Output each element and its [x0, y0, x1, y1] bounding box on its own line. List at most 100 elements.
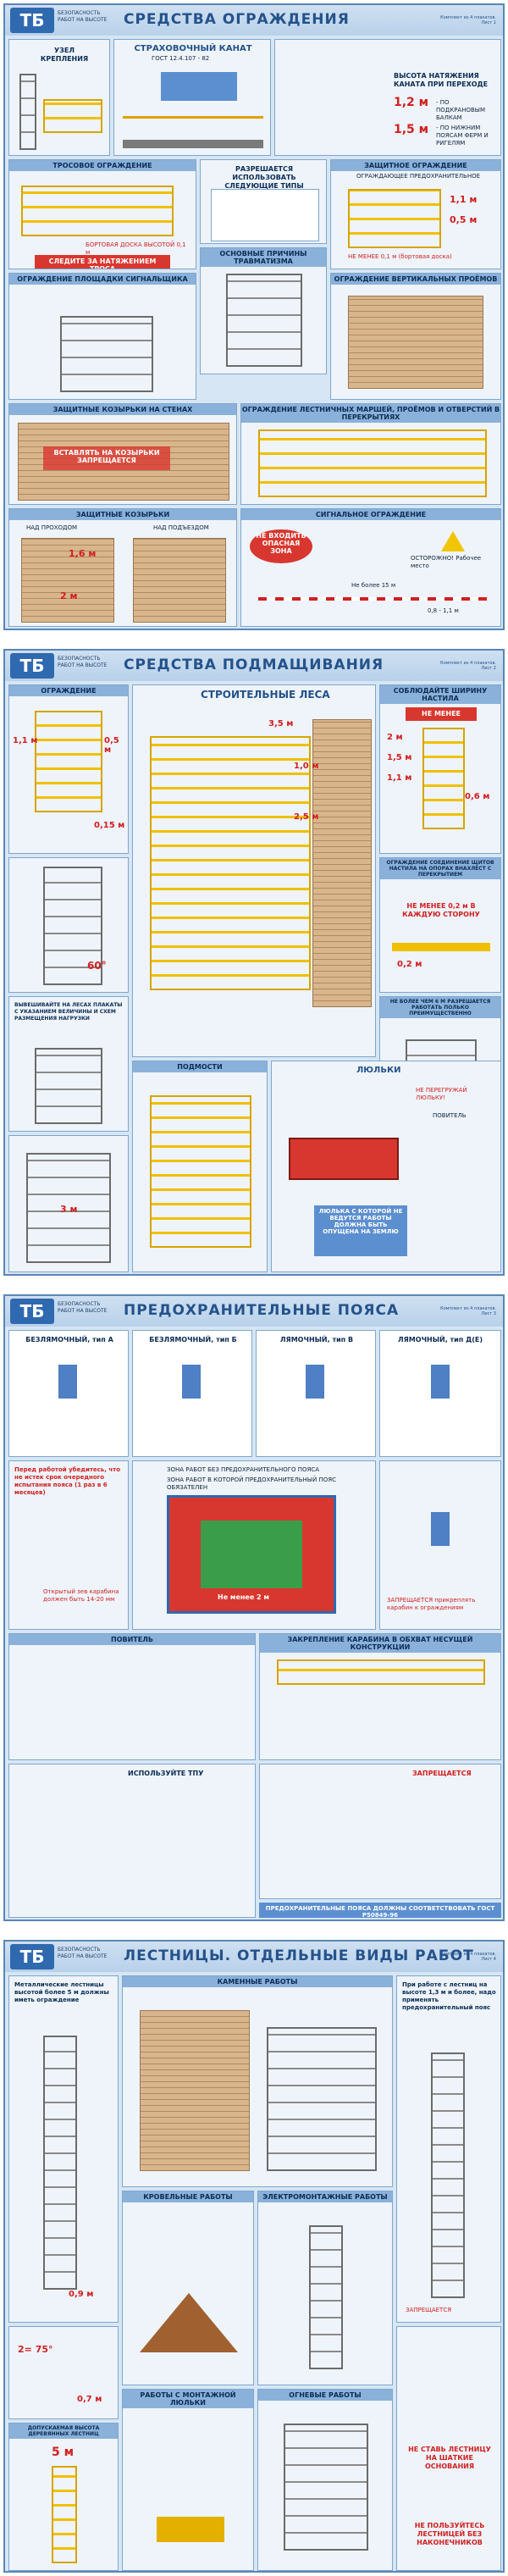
- sheet-header: ТБ БЕЗОПАСНОСТЬ РАБОТ НА ВЫСОТЕ ПРЕДОХРА…: [5, 1296, 503, 1327]
- panel-visors: ЗАЩИТНЫЕ КОЗЫРЬКИ НАД ПРОХОДОМ НАД ПОДЪЕ…: [8, 508, 237, 627]
- panel-hoist: ПОВИТЕЛЬ: [8, 1633, 256, 1760]
- board-note: НЕ МЕНЕЕ 0,1 м (бортовая доска): [348, 253, 452, 260]
- platform-illustration: [422, 728, 465, 829]
- node-bracket: [43, 99, 102, 133]
- tension-warning: СЛЕДИТЕ ЗА НАТЯЖЕНИЕМ ТРОСА: [35, 255, 170, 269]
- height-value: 0,5 м: [104, 736, 119, 755]
- panel-title: ИСПОЛЬЗУЙТЕ ТПУ: [128, 1770, 204, 1777]
- panel-title: ОСНОВНЫЕ ПРИЧИНЫ ТРАВМАТИЗМА: [201, 248, 326, 267]
- belt-type-d: ЛЯМОЧНЫЙ, тип Д(Е): [379, 1330, 501, 1457]
- panel-cable-fence: ТРОСОВОЕ ОГРАЖДЕНИЕ БОРТОВАЯ ДОСКА ВЫСОТ…: [8, 159, 196, 269]
- scaffold-illustration: [284, 2424, 368, 2551]
- warning-1: НЕ СТАВЬ ЛЕСТНИЦУ НА ШАТКИЕ ОСНОВАНИЯ: [408, 2446, 491, 2470]
- hoist-label: ПОВИТЕЛЬ: [433, 1112, 467, 1119]
- rail-illustration: [348, 189, 441, 248]
- angle-value: 2= 75°: [18, 2344, 53, 2355]
- panel-roof-work: КРОВЕЛЬНЫЕ РАБОТЫ: [122, 2191, 254, 2385]
- logo-subtitle: БЕЗОПАСНОСТЬ РАБОТ НА ВЫСОТЕ: [58, 10, 108, 23]
- ladder-illustration: [431, 2052, 465, 2298]
- tb-logo: ТБ: [10, 8, 54, 33]
- wall-illustration: [133, 538, 226, 623]
- panel-fencing: ОГРАЖДЕНИЕ 1,1 м 0,5 м 0,15 м: [8, 684, 129, 854]
- panel-title: СОБЛЮДАЙТЕ ШИРИНУ НАСТИЛА: [380, 685, 500, 704]
- panel-ladder-angle: 60°: [8, 857, 129, 993]
- distance-label: Не более 15 м: [351, 582, 396, 589]
- worker-illustration: [431, 1365, 450, 1399]
- panel-title: ЗАЩИТНЫЕ КОЗЫРЬКИ: [9, 509, 236, 520]
- height-value: 0,5 м: [450, 214, 478, 225]
- forbidden-label: ЗАПРЕЩАЕТСЯ: [406, 2307, 452, 2313]
- panel-title: ЗАКРЕПЛЕНИЕ КАРАБИНА В ОБХВАТ НЕСУЩЕЙ КО…: [260, 1634, 500, 1653]
- sheet-header: ТБ БЕЗОПАСНОСТЬ РАБОТ НА ВЫСОТЕ ЛЕСТНИЦЫ…: [5, 1942, 503, 1972]
- gost-label: ГОСТ 12.4.107 - 82: [152, 55, 210, 62]
- poster-sheet-2: ТБ БЕЗОПАСНОСТЬ РАБОТ НА ВЫСОТЕ СРЕДСТВА…: [3, 649, 505, 1276]
- panel-scaffold: СТРОИТЕЛЬНЫЕ ЛЕСА 3,5 м 2,5 м 1,0 м: [132, 684, 376, 1057]
- panel-zones: ЗОНА РАБОТ БЕЗ ПРЕДОХРАНИТЕЛЬНОГО ПОЯСА …: [132, 1460, 376, 1630]
- panel-mount-work: РАБОТЫ С МОНТАЖНОЙ ЛЮЛЬКИ: [122, 2389, 254, 2571]
- poster-sheet-4: ТБ БЕЗОПАСНОСТЬ РАБОТ НА ВЫСОТЕ ЛЕСТНИЦЫ…: [3, 1940, 505, 2573]
- tb-logo: ТБ: [10, 1944, 54, 1969]
- scaffold-illustration: [150, 736, 311, 990]
- panel-cradles: ЛЮЛЬКИ НЕ ПЕРЕГРУЖАЙ ЛЮЛЬКУ! ПОВИТЕЛЬ ЛЮ…: [271, 1061, 501, 1272]
- carabine-note: Открытый зев карабина должен быть 14-20 …: [43, 1588, 119, 1603]
- panel-title: ОГРАЖДЕНИЕ ПЛОЩАДКИ СИГНАЛЬЩИКА: [9, 274, 196, 285]
- panel-allowed-types: РАЗРЕШАЕТСЯ ИСПОЛЬЗОВАТЬ СЛЕДУЮЩИЕ ТИПЫ …: [200, 159, 327, 244]
- stairs-illustration: [258, 429, 487, 497]
- lift-illustration: [150, 1095, 251, 1248]
- panel-check-before: Перед работой убедитесь, что не истек ср…: [8, 1460, 129, 1630]
- logo-subtitle: БЕЗОПАСНОСТЬ РАБОТ НА ВЫСОТЕ: [58, 1947, 108, 1959]
- ladder-illustration: [309, 2225, 343, 2369]
- height-value: 0,15 м: [94, 821, 125, 830]
- signal-tape: [258, 597, 487, 601]
- panel-protective-fence: ЗАЩИТНОЕ ОГРАЖДЕНИЕ ОГРАЖДАЮЩЕЕ ПРЕДОХРА…: [330, 159, 501, 269]
- panel-title: ЛЮЛЬКИ: [356, 1066, 401, 1075]
- rope-types-table: [211, 189, 319, 241]
- panel-title: ОГРАЖДЕНИЕ: [9, 685, 128, 696]
- tb-logo: ТБ: [10, 653, 54, 679]
- height-value: 0,9 м: [69, 2290, 94, 2299]
- panel-fastening: ЗАКРЕПЛЕНИЕ КАРАБИНА В ОБХВАТ НЕСУЩЕЙ КО…: [259, 1633, 501, 1760]
- belt-title: БЕЗЛЯМОЧНЫЙ, тип Б: [149, 1336, 237, 1343]
- panel-stairs-fence: ОГРАЖДЕНИЕ ЛЕСТНИЧНЫХ МАРШЕЙ, ПРОЁМОВ И …: [240, 403, 501, 505]
- height-value: 2,5 м: [294, 812, 319, 822]
- rail-illustration: [35, 711, 102, 812]
- rope-note: [161, 72, 237, 101]
- zone-a-label: ЗОНА РАБОТ БЕЗ ПРЕДОХРАНИТЕЛЬНОГО ПОЯСА: [167, 1466, 320, 1473]
- panel-safety-rope: СТРАХОВОЧНЫЙ КАНАТ ГОСТ 12.4.107 - 82: [113, 39, 271, 156]
- panel-title: ОГРАЖДЕНИЕ ВЕРТИКАЛЬНЫХ ПРОЁМОВ: [331, 274, 500, 285]
- poster-sheet-3: ТБ БЕЗОПАСНОСТЬ РАБОТ НА ВЫСОТЕ ПРЕДОХРА…: [3, 1294, 505, 1921]
- zone-b-label: ЗОНА РАБОТ В КОТОРОЙ ПРЕДОХРАНИТЕЛЬНЫЙ П…: [167, 1476, 336, 1491]
- plank-illustration: [392, 943, 490, 951]
- safe-zone: [201, 1521, 302, 1588]
- panel-title: РАБОТЫ С МОНТАЖНОЙ ЛЮЛЬКИ: [123, 2390, 253, 2408]
- belt-title: ЛЯМОЧНЫЙ, тип В: [279, 1336, 354, 1343]
- panel-title: ЗАЩИТНОЕ ОГРАЖДЕНИЕ: [331, 160, 500, 171]
- panel-title: СТРАХОВОЧНЫЙ КАНАТ: [134, 44, 252, 53]
- panel-stone-work: КАМЕННЫЕ РАБОТЫ: [122, 1975, 393, 2187]
- panel-rope-height: ВЫСОТА НАТЯЖЕНИЯ КАНАТА ПРИ ПЕРЕХОДЕ 1,2…: [274, 39, 501, 156]
- panel-title: КАМЕННЫЕ РАБОТЫ: [123, 1976, 392, 1987]
- angle-value: 60°: [87, 960, 107, 972]
- lift-illustration: [157, 2517, 224, 2542]
- overload-warning: НЕ ПЕРЕГРУЖАЙ ЛЮЛЬКУ!: [416, 1087, 467, 1101]
- not-less-label: НЕ МЕНЕЕ: [406, 707, 477, 721]
- height-value: 2 м: [60, 590, 78, 601]
- panel-keep-width: СОБЛЮДАЙТЕ ШИРИНУ НАСТИЛА НЕ МЕНЕЕ 2 м 1…: [379, 684, 501, 854]
- forbidden-note: ЗАПРЕЩАЕТСЯ прикреплять карабин к огражд…: [387, 1597, 476, 1611]
- beam-illustration: [277, 1659, 485, 1685]
- distance-label: Не менее 2 м: [218, 1593, 269, 1601]
- panel-trauma-causes: ОСНОВНЫЕ ПРИЧИНЫ ТРАВМАТИЗМА: [200, 247, 327, 374]
- panel-title: СИГНАЛЬНОЕ ОГРАЖДЕНИЕ: [241, 509, 500, 520]
- label-under-walkway: НАД ПОДЪЕЗДОМ: [153, 524, 209, 531]
- board-note: БОРТОВАЯ ДОСКА ВЫСОТОЙ 0,1 м: [86, 241, 186, 256]
- sheet-title: ПРЕДОХРАНИТЕЛЬНЫЕ ПОЯСА: [124, 1302, 400, 1319]
- panel-wall-visors: ЗАЩИТНЫЕ КОЗЫРЬКИ НА СТЕНАХ ВСТАВЛЯТЬ НА…: [8, 403, 237, 505]
- rope-line: [123, 116, 263, 119]
- logo-subtitle: БЕЗОПАСНОСТЬ РАБОТ НА ВЫСОТЕ: [58, 1301, 108, 1314]
- panel-joint: ОГРАЖДЕНИЕ СОЕДИНЕНИЕ ЩИТОВ НАСТИЛА НА О…: [379, 857, 501, 993]
- joint-value: НЕ МЕНЕЕ 0,2 м В КАЖДУЮ СТОРОНУ: [402, 902, 480, 918]
- height-value: 0,7 м: [77, 2395, 102, 2404]
- logo-subtitle: БЕЗОПАСНОСТЬ РАБОТ НА ВЫСОТЕ: [58, 656, 108, 668]
- height-value: 2 м: [387, 733, 403, 742]
- danger-label: ОСТОРОЖНО! Рабочее место: [411, 555, 482, 569]
